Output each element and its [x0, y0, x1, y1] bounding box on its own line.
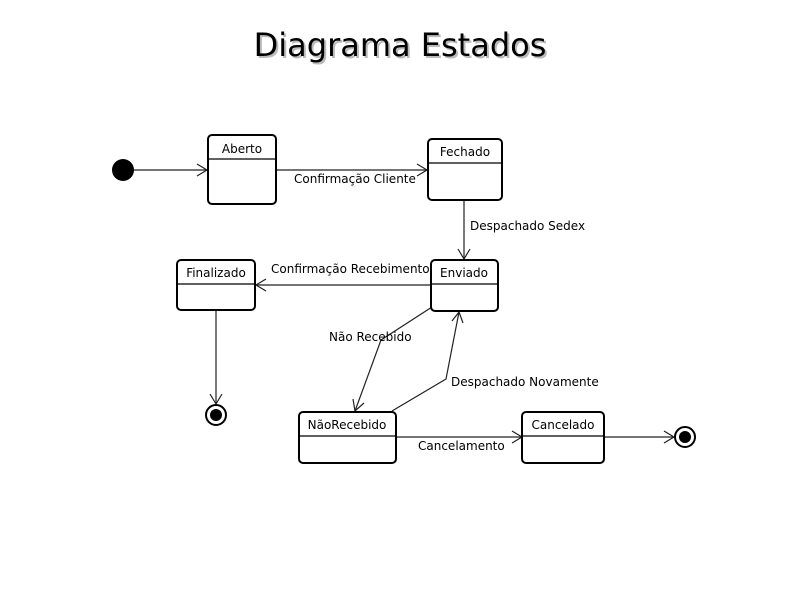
label-despachado-sedex: Despachado Sedex: [470, 219, 585, 233]
state-naorecebido[interactable]: NãoRecebido: [298, 411, 397, 464]
state-enviado-label: Enviado: [440, 266, 488, 280]
state-aberto-label: Aberto: [222, 142, 262, 156]
page-title: Diagrama Estados: [254, 26, 547, 64]
state-fechado[interactable]: Fechado: [427, 138, 503, 201]
final-state: [205, 404, 227, 426]
state-aberto[interactable]: Aberto: [207, 134, 277, 205]
state-fechado-label: Fechado: [440, 145, 490, 159]
edge-enviado-naorecebido: [354, 306, 433, 412]
state-finalizado[interactable]: Finalizado: [176, 259, 256, 311]
edge-naorecebido-enviado: [391, 311, 460, 412]
state-enviado[interactable]: Enviado: [430, 259, 499, 312]
page-title-shadow: Diagrama Estados: [256, 28, 549, 66]
label-despachado-novamente: Despachado Novamente: [451, 375, 599, 389]
label-cancelamento: Cancelamento: [418, 439, 505, 453]
state-finalizado-label: Finalizado: [186, 266, 246, 280]
state-cancelado-label: Cancelado: [532, 418, 595, 432]
final-state: [674, 426, 696, 448]
state-naorecebido-label: NãoRecebido: [308, 418, 387, 432]
initial-state: [112, 159, 134, 181]
state-cancelado[interactable]: Cancelado: [521, 411, 605, 464]
label-confirmacao-recebimento: Confirmação Recebimento: [271, 262, 430, 276]
label-nao-recebido: Não Recebido: [329, 330, 412, 344]
label-confirmacao-cliente: Confirmação Cliente: [294, 172, 416, 186]
